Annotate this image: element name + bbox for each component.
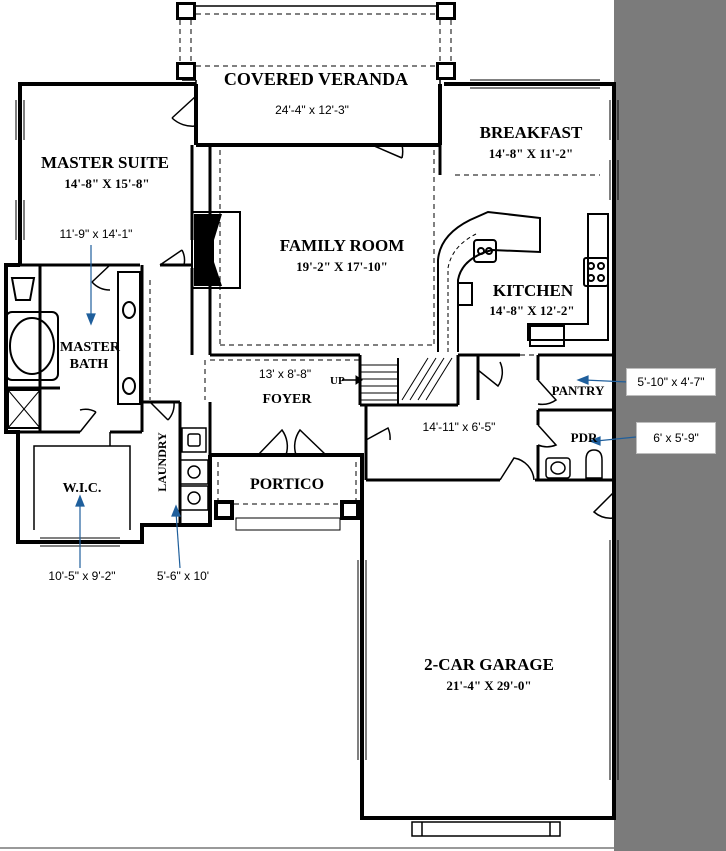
veranda-name: COVERED VERANDA bbox=[224, 69, 408, 89]
master-bath-name-1: MASTER bbox=[60, 340, 121, 355]
annotation-arrows bbox=[75, 245, 637, 569]
laundry-name: LAUNDRY bbox=[155, 432, 169, 492]
interior-walls bbox=[6, 145, 614, 525]
doors bbox=[79, 95, 615, 519]
master-suite-note: 11'-9" x 14'-1" bbox=[60, 227, 133, 241]
pantry-callout: 5'-10" x 4'-7" bbox=[626, 368, 716, 396]
family-room-size: 19'-2" X 17'-10" bbox=[296, 259, 388, 274]
kitchen-size: 14'-8" X 12'-2" bbox=[489, 303, 574, 318]
foyer-name: FOYER bbox=[263, 392, 313, 407]
family-room-name: FAMILY ROOM bbox=[280, 236, 405, 255]
breakfast-size: 14'-8" X 11'-2" bbox=[489, 146, 574, 161]
windows bbox=[15, 79, 619, 780]
garage-name: 2-CAR GARAGE bbox=[424, 655, 554, 674]
master-bath-name-2: BATH bbox=[70, 357, 109, 372]
dashed-lines bbox=[149, 150, 600, 400]
exterior-walls bbox=[4, 82, 616, 820]
pantry-name: PANTRY bbox=[552, 383, 605, 398]
veranda-structure bbox=[176, 2, 456, 140]
portico-name: PORTICO bbox=[250, 476, 324, 493]
bath-fixtures bbox=[5, 271, 141, 429]
stair-up-label: UP bbox=[330, 375, 345, 387]
garage-size: 21'-4" X 29'-0" bbox=[446, 678, 531, 693]
hall-note: 14'-11" x 6'-5" bbox=[423, 420, 496, 434]
foyer-note: 13' x 8'-8" bbox=[259, 367, 311, 381]
master-suite-size: 14'-8" X 15'-8" bbox=[64, 176, 149, 191]
kitchen-counters bbox=[437, 210, 609, 352]
fireplace bbox=[191, 211, 241, 289]
kitchen-name: KITCHEN bbox=[493, 281, 574, 300]
wic-shelves bbox=[33, 432, 131, 530]
laundry-appliances bbox=[179, 427, 209, 511]
veranda-size: 24'-4" x 12'-3" bbox=[275, 103, 349, 117]
portico-posts bbox=[214, 462, 360, 531]
master-suite-name: MASTER SUITE bbox=[41, 153, 169, 172]
wic-note: 10'-5" x 9'-2" bbox=[48, 569, 115, 583]
laundry-note: 5'-6" x 10' bbox=[157, 569, 209, 583]
wic-name: W.I.C. bbox=[63, 481, 102, 496]
garage-opening bbox=[0, 821, 614, 849]
pdr-callout: 6' x 5'-9" bbox=[636, 422, 716, 454]
pdr-fixtures bbox=[545, 449, 603, 479]
breakfast-name: BREAKFAST bbox=[480, 123, 583, 142]
pdr-name: PDR bbox=[571, 430, 598, 445]
stairs bbox=[342, 357, 453, 405]
